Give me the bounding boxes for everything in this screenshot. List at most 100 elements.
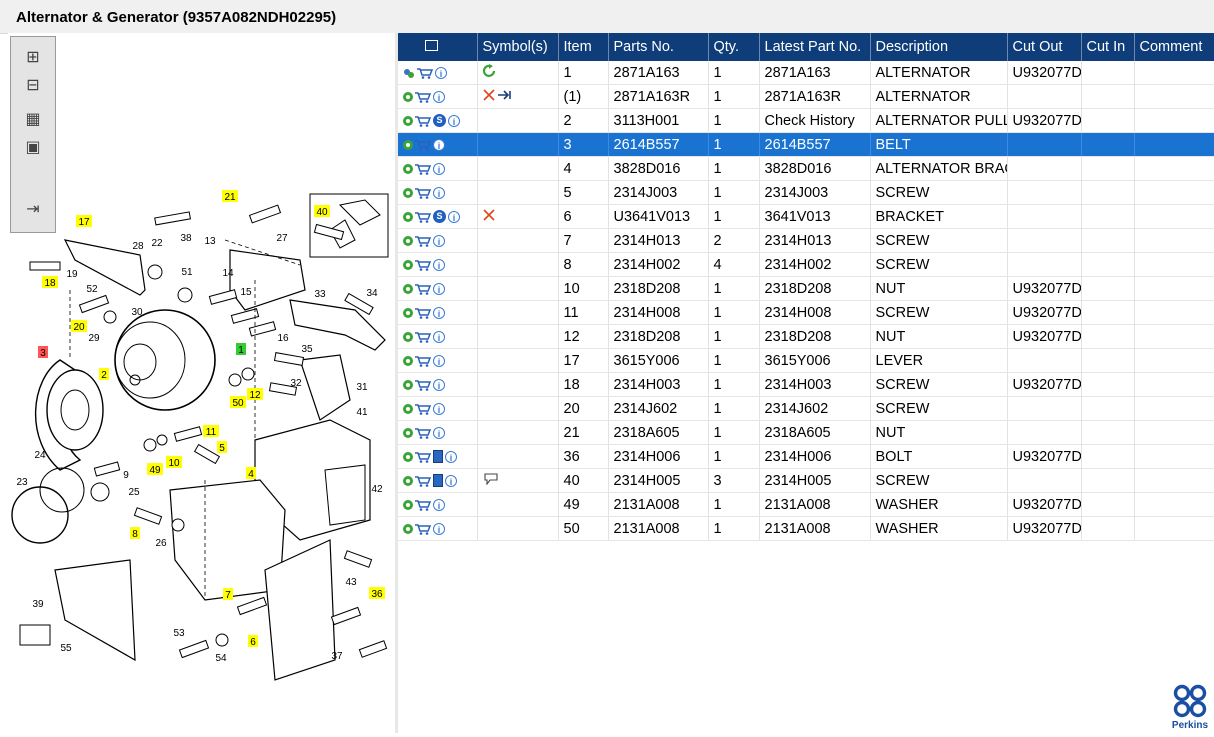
callout-label-15[interactable]: 15 xyxy=(240,287,252,298)
row-actions[interactable]: i xyxy=(398,348,478,373)
callout-label-55[interactable]: 55 xyxy=(60,643,72,654)
info-icon[interactable]: i xyxy=(445,450,457,463)
info-icon[interactable]: i xyxy=(433,306,445,319)
col-qty[interactable]: Qty. xyxy=(708,33,760,61)
col-latest-part-no[interactable]: Latest Part No. xyxy=(759,33,871,61)
actual-size-icon[interactable]: ▣ xyxy=(25,136,41,156)
callout-label-24[interactable]: 24 xyxy=(34,450,46,461)
splitter[interactable] xyxy=(395,33,398,733)
gear-icon[interactable] xyxy=(403,379,413,390)
col-cut-in[interactable]: Cut In xyxy=(1081,33,1135,61)
callout-label-9[interactable]: 9 xyxy=(123,470,129,481)
cart-icon[interactable] xyxy=(415,355,432,367)
callout-label-6[interactable]: 6 xyxy=(250,637,256,648)
gear-icon[interactable] xyxy=(403,499,413,510)
cart-icon[interactable] xyxy=(415,379,432,391)
callout-label-33[interactable]: 33 xyxy=(314,289,326,300)
row-actions[interactable]: i xyxy=(398,516,478,541)
cart-icon[interactable] xyxy=(415,451,432,463)
info-icon[interactable]: i xyxy=(433,282,445,295)
callout-label-5[interactable]: 5 xyxy=(219,443,225,454)
service-icon[interactable]: S xyxy=(433,210,446,224)
callout-label-41[interactable]: 41 xyxy=(356,407,368,418)
info-icon[interactable]: i xyxy=(433,162,445,175)
cart-icon[interactable] xyxy=(415,283,432,295)
callout-label-10[interactable]: 10 xyxy=(168,458,180,469)
info-icon[interactable]: i xyxy=(433,330,445,343)
col-symbols[interactable]: Symbol(s) xyxy=(477,33,559,61)
info-icon[interactable]: i xyxy=(433,522,445,535)
gear-icon[interactable] xyxy=(403,235,413,246)
gear-icon[interactable] xyxy=(403,451,413,462)
callout-label-50[interactable]: 50 xyxy=(232,398,244,409)
info-icon[interactable]: i xyxy=(433,234,445,247)
callout-label-43[interactable]: 43 xyxy=(345,577,357,588)
gear-icon[interactable] xyxy=(403,187,413,198)
search-column-header[interactable] xyxy=(398,33,478,61)
info-icon[interactable]: i xyxy=(433,498,445,511)
row-actions[interactable]: i xyxy=(398,396,478,421)
gear-icon[interactable] xyxy=(403,355,413,366)
service-icon[interactable]: S xyxy=(433,114,446,128)
gear-icon[interactable] xyxy=(403,403,413,414)
row-actions[interactable]: i xyxy=(398,228,478,253)
info-icon[interactable]: i xyxy=(445,474,457,487)
callout-label-38[interactable]: 38 xyxy=(180,233,192,244)
info-icon[interactable]: i xyxy=(433,258,445,271)
cart-icon[interactable] xyxy=(415,91,432,103)
callout-label-1[interactable]: 1 xyxy=(238,345,244,356)
configure-icon[interactable] xyxy=(403,67,415,79)
cart-icon[interactable] xyxy=(415,427,432,439)
row-actions[interactable]: i xyxy=(398,276,478,301)
row-actions[interactable]: i xyxy=(398,372,478,397)
row-actions[interactable]: i xyxy=(398,252,478,277)
callout-label-25[interactable]: 25 xyxy=(128,487,140,498)
callout-label-11[interactable]: 11 xyxy=(206,427,217,438)
gear-icon[interactable] xyxy=(403,283,413,294)
callout-label-20[interactable]: 20 xyxy=(73,322,85,333)
callout-label-51[interactable]: 51 xyxy=(181,267,193,278)
cart-icon[interactable] xyxy=(415,523,432,535)
info-icon[interactable]: i xyxy=(433,354,445,367)
callout-label-23[interactable]: 23 xyxy=(16,477,28,488)
cart-icon[interactable] xyxy=(415,235,432,247)
search-icon[interactable] xyxy=(425,40,438,51)
cart-icon[interactable] xyxy=(415,331,432,343)
gear-icon[interactable] xyxy=(403,163,413,174)
gear-icon[interactable] xyxy=(403,307,413,318)
callout-label-35[interactable]: 35 xyxy=(301,344,313,355)
gear-icon[interactable] xyxy=(403,115,413,126)
callout-label-3[interactable]: 3 xyxy=(40,348,46,359)
zoom-out-icon[interactable]: ⊟ xyxy=(26,74,40,94)
gear-icon[interactable] xyxy=(403,211,413,222)
gear-icon[interactable] xyxy=(403,331,413,342)
callout-label-27[interactable]: 27 xyxy=(276,233,288,244)
cart-icon[interactable] xyxy=(415,475,432,487)
row-actions[interactable]: i xyxy=(398,61,478,85)
info-icon[interactable]: i xyxy=(433,138,445,151)
callout-label-13[interactable]: 13 xyxy=(204,236,216,247)
callout-label-40[interactable]: 40 xyxy=(316,207,328,218)
cart-icon[interactable] xyxy=(415,115,432,127)
callout-label-18[interactable]: 18 xyxy=(44,278,56,289)
cart-icon[interactable] xyxy=(415,211,432,223)
callout-label-53[interactable]: 53 xyxy=(173,628,185,639)
document-icon[interactable] xyxy=(433,450,443,464)
cart-icon[interactable] xyxy=(415,403,432,415)
row-actions[interactable]: i xyxy=(398,156,478,181)
callout-label-19[interactable]: 19 xyxy=(66,269,78,280)
